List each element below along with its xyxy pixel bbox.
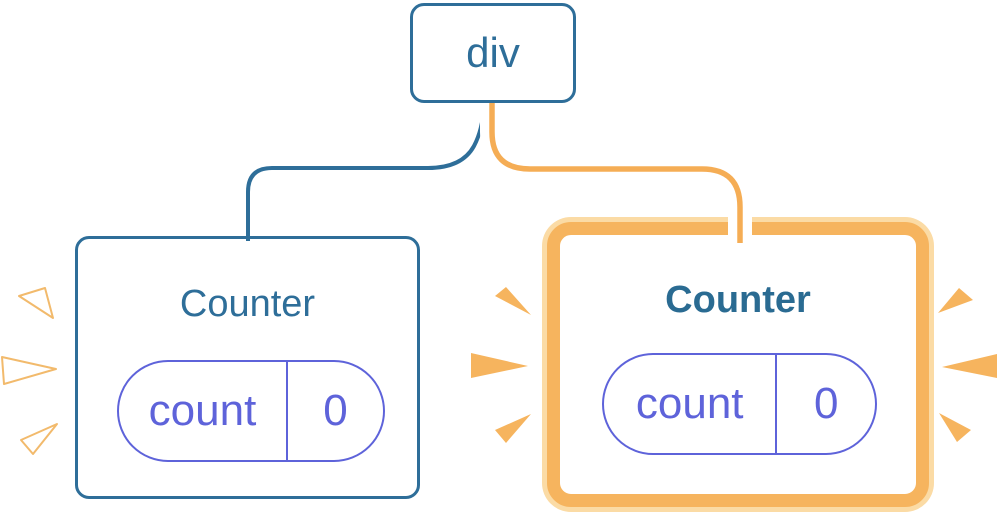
root-node-div: div: [410, 3, 576, 103]
spark-icon: [495, 287, 531, 315]
spark-icon: [20, 423, 58, 455]
spark-icon: [1, 356, 57, 385]
state-value: 0: [813, 379, 839, 428]
card-title: Counter: [179, 283, 316, 325]
burst-right-counter-right: [938, 288, 997, 442]
spark-icon: [942, 354, 997, 378]
state-pill: count 0: [117, 360, 385, 462]
edge-div-to-right-counter-casing: [480, 103, 752, 235]
state-name: count: [119, 362, 288, 460]
card-title: Counter: [665, 279, 811, 321]
edge-div-to-left-counter: [246, 103, 486, 241]
state-value: 0: [323, 386, 348, 435]
state-name: count: [604, 355, 778, 453]
spark-icon: [18, 287, 54, 319]
spark-icon: [939, 413, 971, 442]
counter-card-right-highlighted: Counter count 0: [547, 222, 929, 507]
state-pill: count 0: [602, 353, 877, 455]
spark-icon: [938, 288, 973, 313]
counter-card-left: Counter count 0: [75, 236, 420, 499]
burst-right-counter-left: [471, 287, 531, 443]
burst-left-counter: [1, 287, 58, 455]
root-node-label: div: [466, 29, 520, 76]
spark-icon: [471, 353, 528, 378]
spark-icon: [495, 414, 531, 443]
